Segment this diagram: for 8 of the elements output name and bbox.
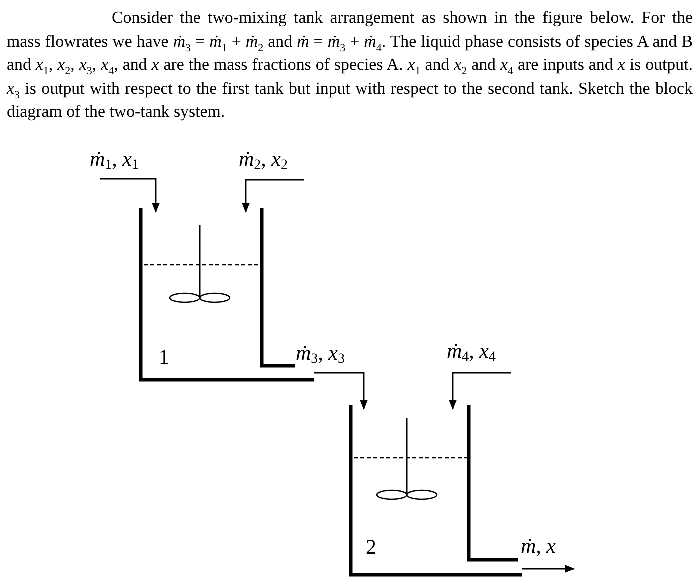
tank-number: 2 [366, 536, 376, 558]
flow-arrow [100, 178, 160, 213]
flow-arrow [314, 372, 368, 410]
tank-number: 1 [159, 346, 170, 368]
flow-arrow [449, 372, 511, 410]
flow-arrow [522, 565, 575, 573]
problem-statement: Consider the two-mixing tank arrangement as shown in the figure below. For the mass flowrates we have ṁ$_{3}$ = ṁ$_{1}$ + ṁ$_{2}$ and ṁ = ṁ$_{3}$ + ṁ$_{4}$. The liquid phase consists of species A and B and x$_{1}$, x$_{2}$, x$_{3}$, x$_{4}$, and x are the mass fractions of species A. x$_{1}$ and x$_{2}$ and x$_{4}$ are inputs and x is output. x$_{3}$ is output with respect to the first tank but input with respect to the second tank. Sketch the block diagram of the two-tank system. [7, 7, 693, 123]
flow-arrow [242, 179, 304, 213]
